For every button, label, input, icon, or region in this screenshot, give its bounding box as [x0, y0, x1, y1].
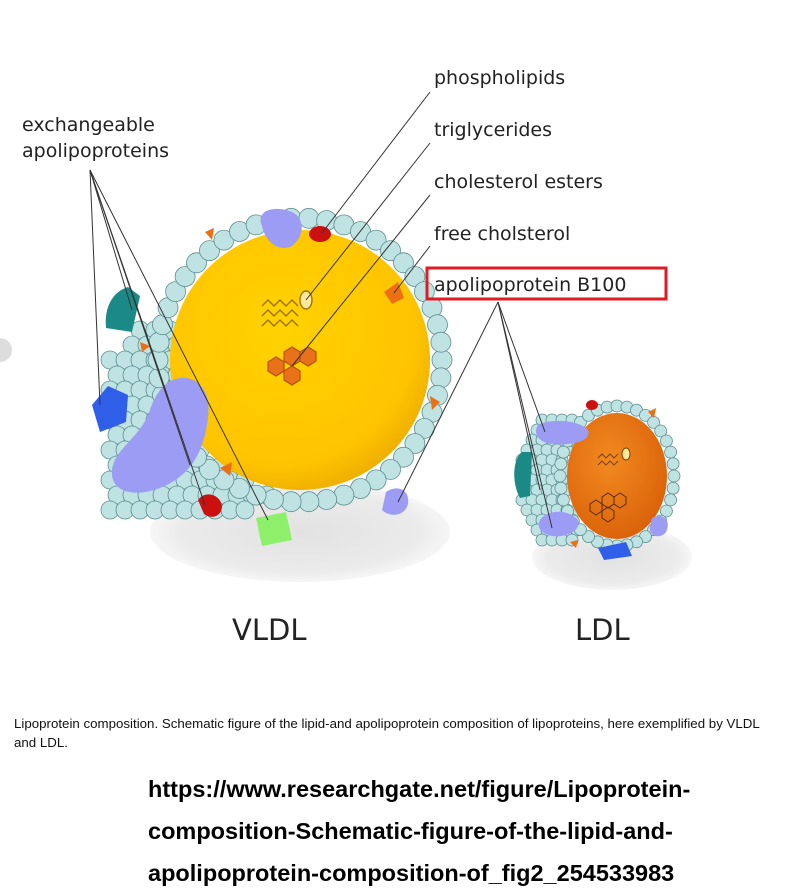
phospholipid-bead [199, 240, 220, 262]
label-phospholipids: phospholipids [434, 67, 565, 89]
vldl-apo-blob-left [111, 377, 209, 493]
phospholipid-bead [430, 331, 452, 353]
ldl-name: LDL [575, 613, 630, 647]
figure-caption: Lipoprotein composition. Schematic figur… [14, 716, 760, 750]
phospholipid-bead [148, 331, 170, 353]
vldl-cholesterol-ester-icon [267, 346, 317, 386]
edge-artifact [0, 338, 12, 362]
phospholipid-bead [316, 489, 338, 510]
vldl-free-cholesterol [205, 228, 214, 240]
label-apob100: apolipoprotein B100 [434, 274, 626, 296]
apob100-highlight-box [425, 266, 668, 301]
ldl-free-cholesterol [570, 540, 578, 548]
ldl-free-cholesterol [648, 408, 656, 418]
phospholipid-bead [554, 481, 568, 495]
ldl-red-apo [586, 400, 598, 410]
phospholipid-bead [553, 469, 567, 483]
phospholipid-bead [365, 229, 387, 251]
vldl-free-cholesterol [430, 396, 440, 410]
label-exchangeable-line2: apolipoproteins [22, 140, 169, 162]
label-free-cholesterol: free cholsterol [434, 223, 570, 245]
phospholipid-bead [174, 266, 196, 287]
phospholipid-bead [380, 240, 401, 262]
phospholipid-bead [554, 457, 568, 471]
phospholipid-bead [235, 500, 255, 520]
phospholipid-bead [393, 446, 414, 468]
ldl-apob100-bottom [538, 511, 579, 537]
phospholipid-bead [557, 493, 570, 507]
label-exchangeable-line1: exchangeable [22, 114, 155, 136]
phospholipid-bead [582, 530, 595, 543]
vldl-blue-apo [92, 386, 128, 432]
ldl-blue-apo [598, 542, 632, 560]
phospholipid-bead [186, 252, 207, 274]
phospholipid-bead [333, 484, 355, 506]
vldl-free-cholesterol [220, 462, 232, 476]
ldl-triglyceride-icon [597, 447, 631, 466]
phospholipid-bead [666, 481, 680, 495]
vldl-green-apo [256, 512, 292, 546]
ldl-apob100-top [535, 420, 589, 445]
vldl-free-cholesterol [140, 342, 150, 352]
phospholipid-bead [660, 434, 673, 448]
ldl-core [567, 413, 667, 539]
ldl-apob100-right [649, 515, 668, 537]
phospholipid-bead [393, 252, 414, 274]
phospholipid-bead [165, 281, 187, 303]
phospholipid-bead [654, 424, 668, 438]
phospholipid-bead [660, 504, 673, 518]
phospholipid-bead [280, 491, 302, 513]
source-url[interactable]: https:/​/​www.researchgate.net/​figure/​… [148, 776, 691, 886]
phospholipid-bead [380, 458, 401, 480]
phospholipid-bead [664, 445, 677, 459]
phospholipid-bead [666, 457, 680, 471]
phospholipid-bead [667, 469, 681, 483]
phospholipid-bead [262, 489, 284, 510]
vldl-name: VLDL [232, 613, 306, 647]
phospholipid-bead [431, 349, 453, 371]
phospholipid-bead [664, 493, 677, 507]
phospholipid-bead [430, 367, 452, 389]
vldl-red-apo-bottom [198, 494, 222, 517]
vldl-red-apo-top [309, 226, 331, 242]
phospholipid-bead [404, 433, 426, 454]
vldl-apo-blob-top [260, 208, 302, 248]
leader-lines [89, 91, 553, 529]
lipoprotein-diagram: exchangeable apolipoproteins phospholipi… [0, 67, 692, 647]
vldl-teal-apo [105, 287, 140, 332]
phospholipid-bead [298, 207, 320, 229]
phospholipid-bead [199, 458, 220, 480]
label-triglycerides: triglycerides [434, 119, 552, 141]
phospholipid-bead [557, 445, 570, 459]
label-cholesterol-esters: cholesterol esters [434, 171, 603, 193]
phospholipid-bead [298, 491, 320, 513]
ldl-cholesterol-ester-icon [589, 492, 627, 523]
ldl-teal-apo [514, 452, 532, 498]
phospholipid-bead [427, 314, 448, 336]
